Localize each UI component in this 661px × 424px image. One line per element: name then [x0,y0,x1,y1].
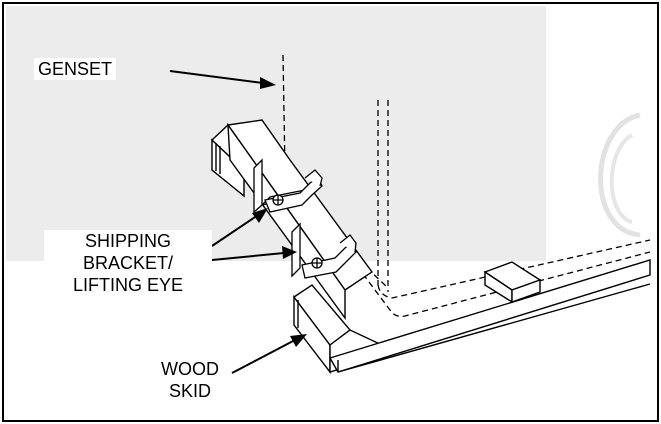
shipping-bracket-label: SHIPPING BRACKET/ LIFTING EYE [44,230,212,296]
shipping-bracket-label-line1: SHIPPING [84,231,172,251]
shipping-bracket-label-line2: BRACKET/ [82,253,174,273]
genset-label: GENSET [34,58,117,80]
wood-skid-label: WOOD SKID [140,358,240,402]
shipping-bracket-lower [291,222,357,279]
wood-skid-label-line1: WOOD [161,359,219,379]
shipping-bracket-label-line3: LIFTING EYE [72,275,184,295]
leader-arrows [169,70,307,374]
watermark-arc-inner [609,133,634,224]
watermark-arc [598,112,641,238]
shipping-bracket-upper [253,158,323,214]
wood-skid-label-line2: SKID [168,381,211,401]
